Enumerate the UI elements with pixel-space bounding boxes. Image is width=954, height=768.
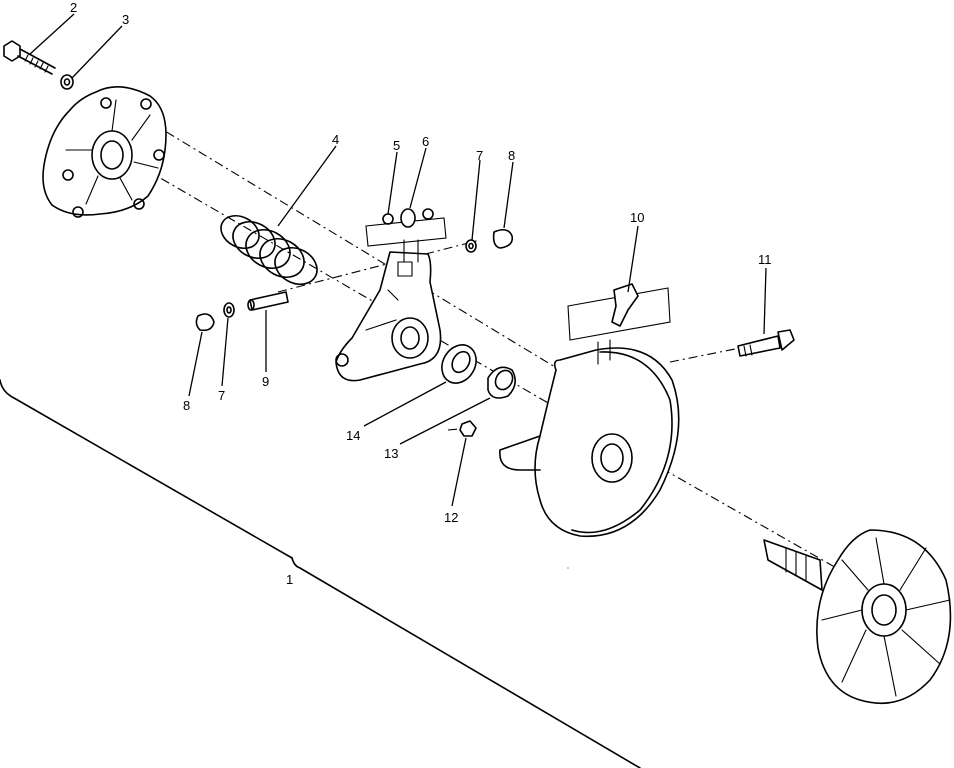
- callout-9: 9: [262, 374, 269, 389]
- spring-part: [220, 214, 318, 286]
- callout-13: 13: [384, 446, 398, 461]
- upper-washer-button: [465, 228, 514, 253]
- callout-8-upper: 8: [508, 148, 515, 163]
- assembly-bracket-line: [0, 379, 641, 768]
- bolt-part: [3, 40, 56, 75]
- callout-3: 3: [122, 12, 129, 27]
- centerlines: [111, 121, 841, 571]
- roller-kit-box-b: [567, 283, 671, 365]
- fixed-sheave-part: [763, 529, 952, 705]
- lower-pin-washer-button: [195, 291, 289, 332]
- callout-1: 1: [286, 572, 293, 587]
- long-bolt-part: [737, 329, 795, 357]
- cover-plate-part: [42, 86, 167, 218]
- spider-bracket-part: [335, 251, 442, 382]
- callout-12: 12: [444, 510, 458, 525]
- movable-sheave-part: [499, 347, 680, 569]
- leader-lines: [29, 13, 767, 507]
- callout-14: 14: [346, 428, 360, 443]
- nut-part: [459, 420, 477, 437]
- washer-part: [60, 74, 74, 90]
- callout-7-upper: 7: [476, 148, 483, 163]
- callout-2: 2: [70, 0, 77, 15]
- callout-7-lower: 7: [218, 388, 225, 403]
- bushing-parts: [441, 344, 516, 399]
- callout-5: 5: [393, 138, 400, 153]
- callout-8-lower: 8: [183, 398, 190, 413]
- roller-kit-box-a: [365, 208, 447, 263]
- callout-4: 4: [332, 132, 339, 147]
- callout-labels: 1 2 3 4 5 6 7 8 10 11 8 7 9 14 13 12: [70, 0, 772, 587]
- callout-11: 11: [758, 252, 772, 267]
- callout-6: 6: [422, 134, 429, 149]
- callout-10: 10: [630, 210, 644, 225]
